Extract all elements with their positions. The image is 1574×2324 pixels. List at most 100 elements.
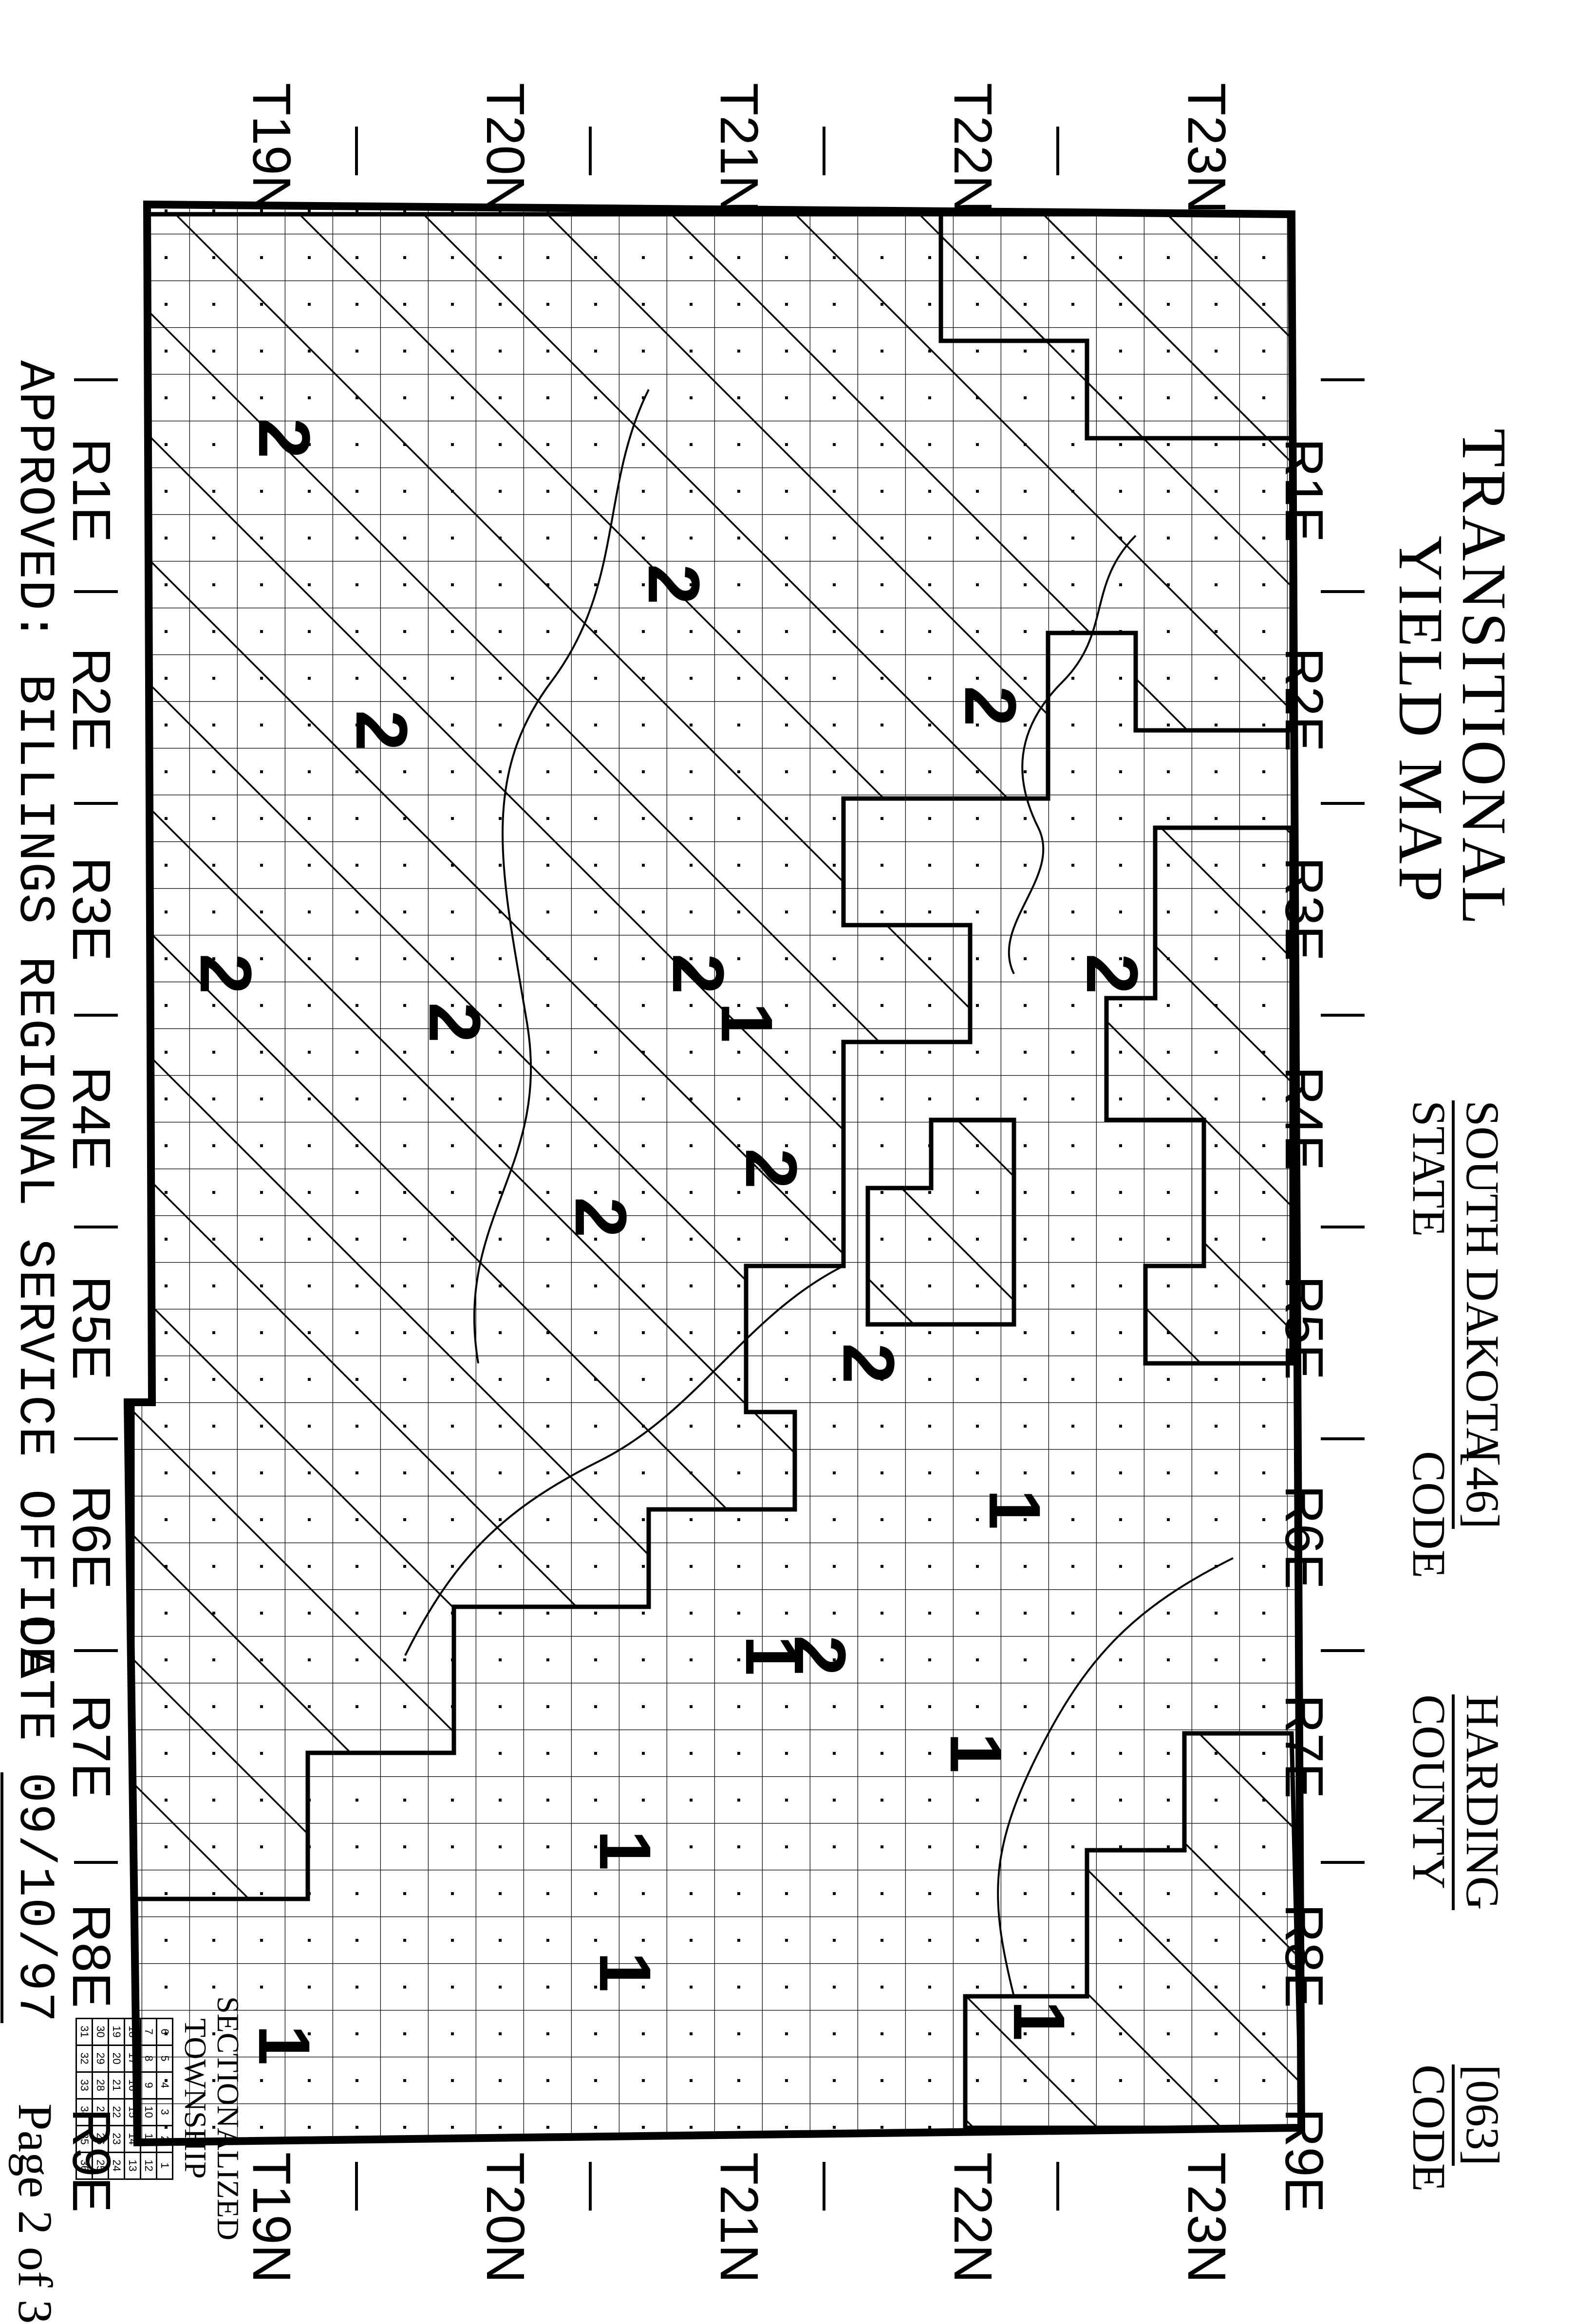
range-label-bottom: R1E	[61, 438, 121, 542]
township-ticks	[355, 127, 1059, 2211]
state-label: STATE	[1403, 1100, 1455, 1237]
range-label-top: R6E	[1274, 1485, 1334, 1589]
township-label-right: T23N	[1177, 2152, 1237, 2283]
range-label-bottom: R8E	[61, 1904, 121, 2008]
zone-label: 2	[560, 1197, 642, 1237]
legend-section-cell: 18	[124, 2018, 141, 2045]
legend-section-cell: 11	[140, 2125, 157, 2152]
legend-section-cell: 22	[108, 2099, 125, 2125]
zone-label: 2	[414, 1002, 496, 1042]
legend-section-cell: 27	[92, 2099, 109, 2125]
legend-section-cell: 2	[156, 2125, 173, 2152]
legend-section-cell: 6	[156, 2018, 173, 2045]
legend-section-cell: 19	[108, 2018, 125, 2045]
range-label-bottom: R7E	[61, 1694, 121, 1799]
legend-section-cell: 15	[124, 2099, 141, 2125]
zone-label: 1	[706, 1002, 788, 1042]
range-label-top: R2E	[1274, 648, 1334, 752]
township-label-left: T21N	[709, 83, 769, 214]
zone-label: 2	[950, 686, 1031, 726]
legend-section-cell: 24	[108, 2152, 125, 2179]
state-code: [46]	[1452, 1451, 1509, 1529]
township-label-right: T19N	[242, 2152, 301, 2283]
zone-label: 1	[244, 2025, 325, 2065]
zone-label: 2	[731, 1148, 812, 1189]
range-label-bottom: R4E	[61, 1066, 121, 1171]
county-value: HARDING	[1452, 1694, 1509, 1910]
drainage-lines	[404, 389, 1234, 1997]
zone-labels: 2 2 2 2 2 2 2 2 2 2 2 2 2 1 1 1 1 1 1 1 …	[185, 418, 1153, 2065]
range-label-bottom: R6E	[61, 1485, 121, 1589]
zone-label: 2	[828, 1343, 910, 1383]
legend-section-cell: 29	[92, 2045, 109, 2072]
township-label-left: T20N	[475, 83, 535, 214]
legend-section-cell: 16	[124, 2072, 141, 2099]
zone-label: 1	[584, 1830, 666, 1870]
range-label-top: R8E	[1274, 1904, 1334, 2008]
range-label-top: R4E	[1274, 1066, 1334, 1171]
legend-section-cell: 1	[156, 2152, 173, 2179]
legend-section-cell: 34	[76, 2099, 93, 2125]
zone-label: 2	[244, 418, 325, 458]
zone-label: 2	[779, 1635, 861, 1675]
township-label-left: T23N	[1177, 83, 1237, 214]
county-code-label: CODE	[1403, 2064, 1455, 2192]
legend-title-line2: TOWNSHIP	[178, 2018, 213, 2179]
township-label-left: T22N	[943, 83, 1003, 214]
range-label-top: R9E	[1274, 2108, 1334, 2212]
legend-section-cell: 7	[140, 2018, 157, 2045]
zone-label: 1	[935, 1732, 1017, 1773]
approved-office: APPROVED: BILLINGS REGIONAL SERVICE OFFI…	[5, 360, 63, 1678]
zone-label: 1	[998, 2000, 1080, 2041]
range-label-top: R3E	[1274, 857, 1334, 961]
legend-section-cell: 21	[108, 2072, 125, 2099]
legend-section-cell: 23	[108, 2125, 125, 2152]
zone-label: 2	[1071, 953, 1153, 994]
legend-section-cell: 20	[108, 2045, 125, 2072]
date-value: 09/10/97	[0, 1772, 63, 2024]
zone-label: 1	[584, 1952, 666, 1992]
map-border	[123, 200, 1306, 2147]
township-label-right: T22N	[943, 2152, 1003, 2283]
state-code-label: CODE	[1403, 1451, 1455, 1579]
legend-section-cell: 28	[92, 2072, 109, 2099]
legend-section-cell: 36	[76, 2152, 93, 2179]
county-code: [063]	[1452, 2064, 1509, 2166]
legend-section-cell: 3	[156, 2099, 173, 2125]
zone-label: 2	[185, 953, 267, 994]
legend-section-cell: 4	[156, 2072, 173, 2099]
zone-label: 2	[341, 710, 423, 750]
legend-section-cell: 8	[140, 2045, 157, 2072]
legend-section-cell: 26	[92, 2125, 109, 2152]
range-label-bottom: R2E	[61, 648, 121, 752]
legend-section-cell: 13	[124, 2152, 141, 2179]
range-ticks	[74, 378, 1365, 1864]
zone-label: 2	[657, 953, 739, 994]
range-label-bottom: R3E	[61, 857, 121, 961]
legend-section-cell: 17	[124, 2045, 141, 2072]
legend-section-cell: 5	[156, 2045, 173, 2072]
township-label-right: T20N	[475, 2152, 535, 2283]
legend-section-cell: 35	[76, 2125, 93, 2152]
township-label-right: T21N	[709, 2152, 769, 2283]
legend-section-cell: 10	[140, 2099, 157, 2125]
county-label: COUNTY	[1403, 1694, 1455, 1889]
map-title-line2: YIELD MAP	[1386, 536, 1456, 905]
map-title-line1: TRANSITIONAL	[1449, 428, 1519, 928]
legend-section-cell: 25	[92, 2152, 109, 2179]
range-label-top: R7E	[1274, 1694, 1334, 1799]
legend-section-cell: 12	[140, 2152, 157, 2179]
zone-label: 1	[731, 1635, 812, 1675]
state-value: SOUTH DAKOTA	[1452, 1100, 1509, 1462]
zone-2-hatched-areas	[130, 212, 1301, 2130]
legend-section-cell: 30	[92, 2018, 109, 2045]
zone-label: 1	[974, 1489, 1056, 1529]
date-label: DATE	[5, 1617, 63, 1742]
